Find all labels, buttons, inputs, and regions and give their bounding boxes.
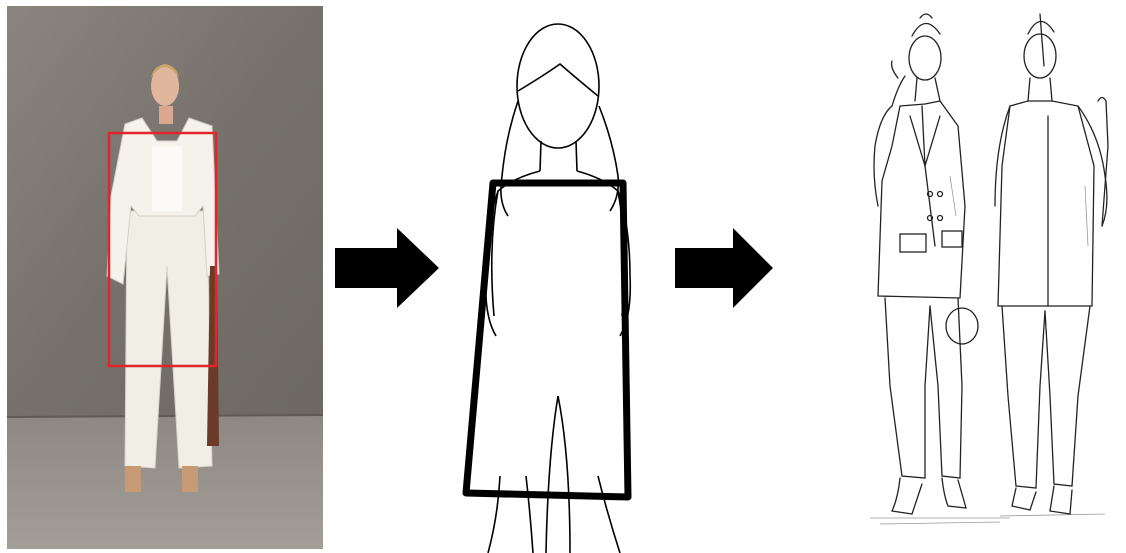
right-arrow-icon [675, 228, 773, 308]
model-photo [7, 6, 323, 549]
shape-outline [466, 183, 628, 497]
silhouette-drawing [458, 6, 658, 553]
right-arrow-icon [335, 228, 439, 308]
fashion-sketch [830, 6, 1120, 546]
floor [7, 416, 323, 549]
